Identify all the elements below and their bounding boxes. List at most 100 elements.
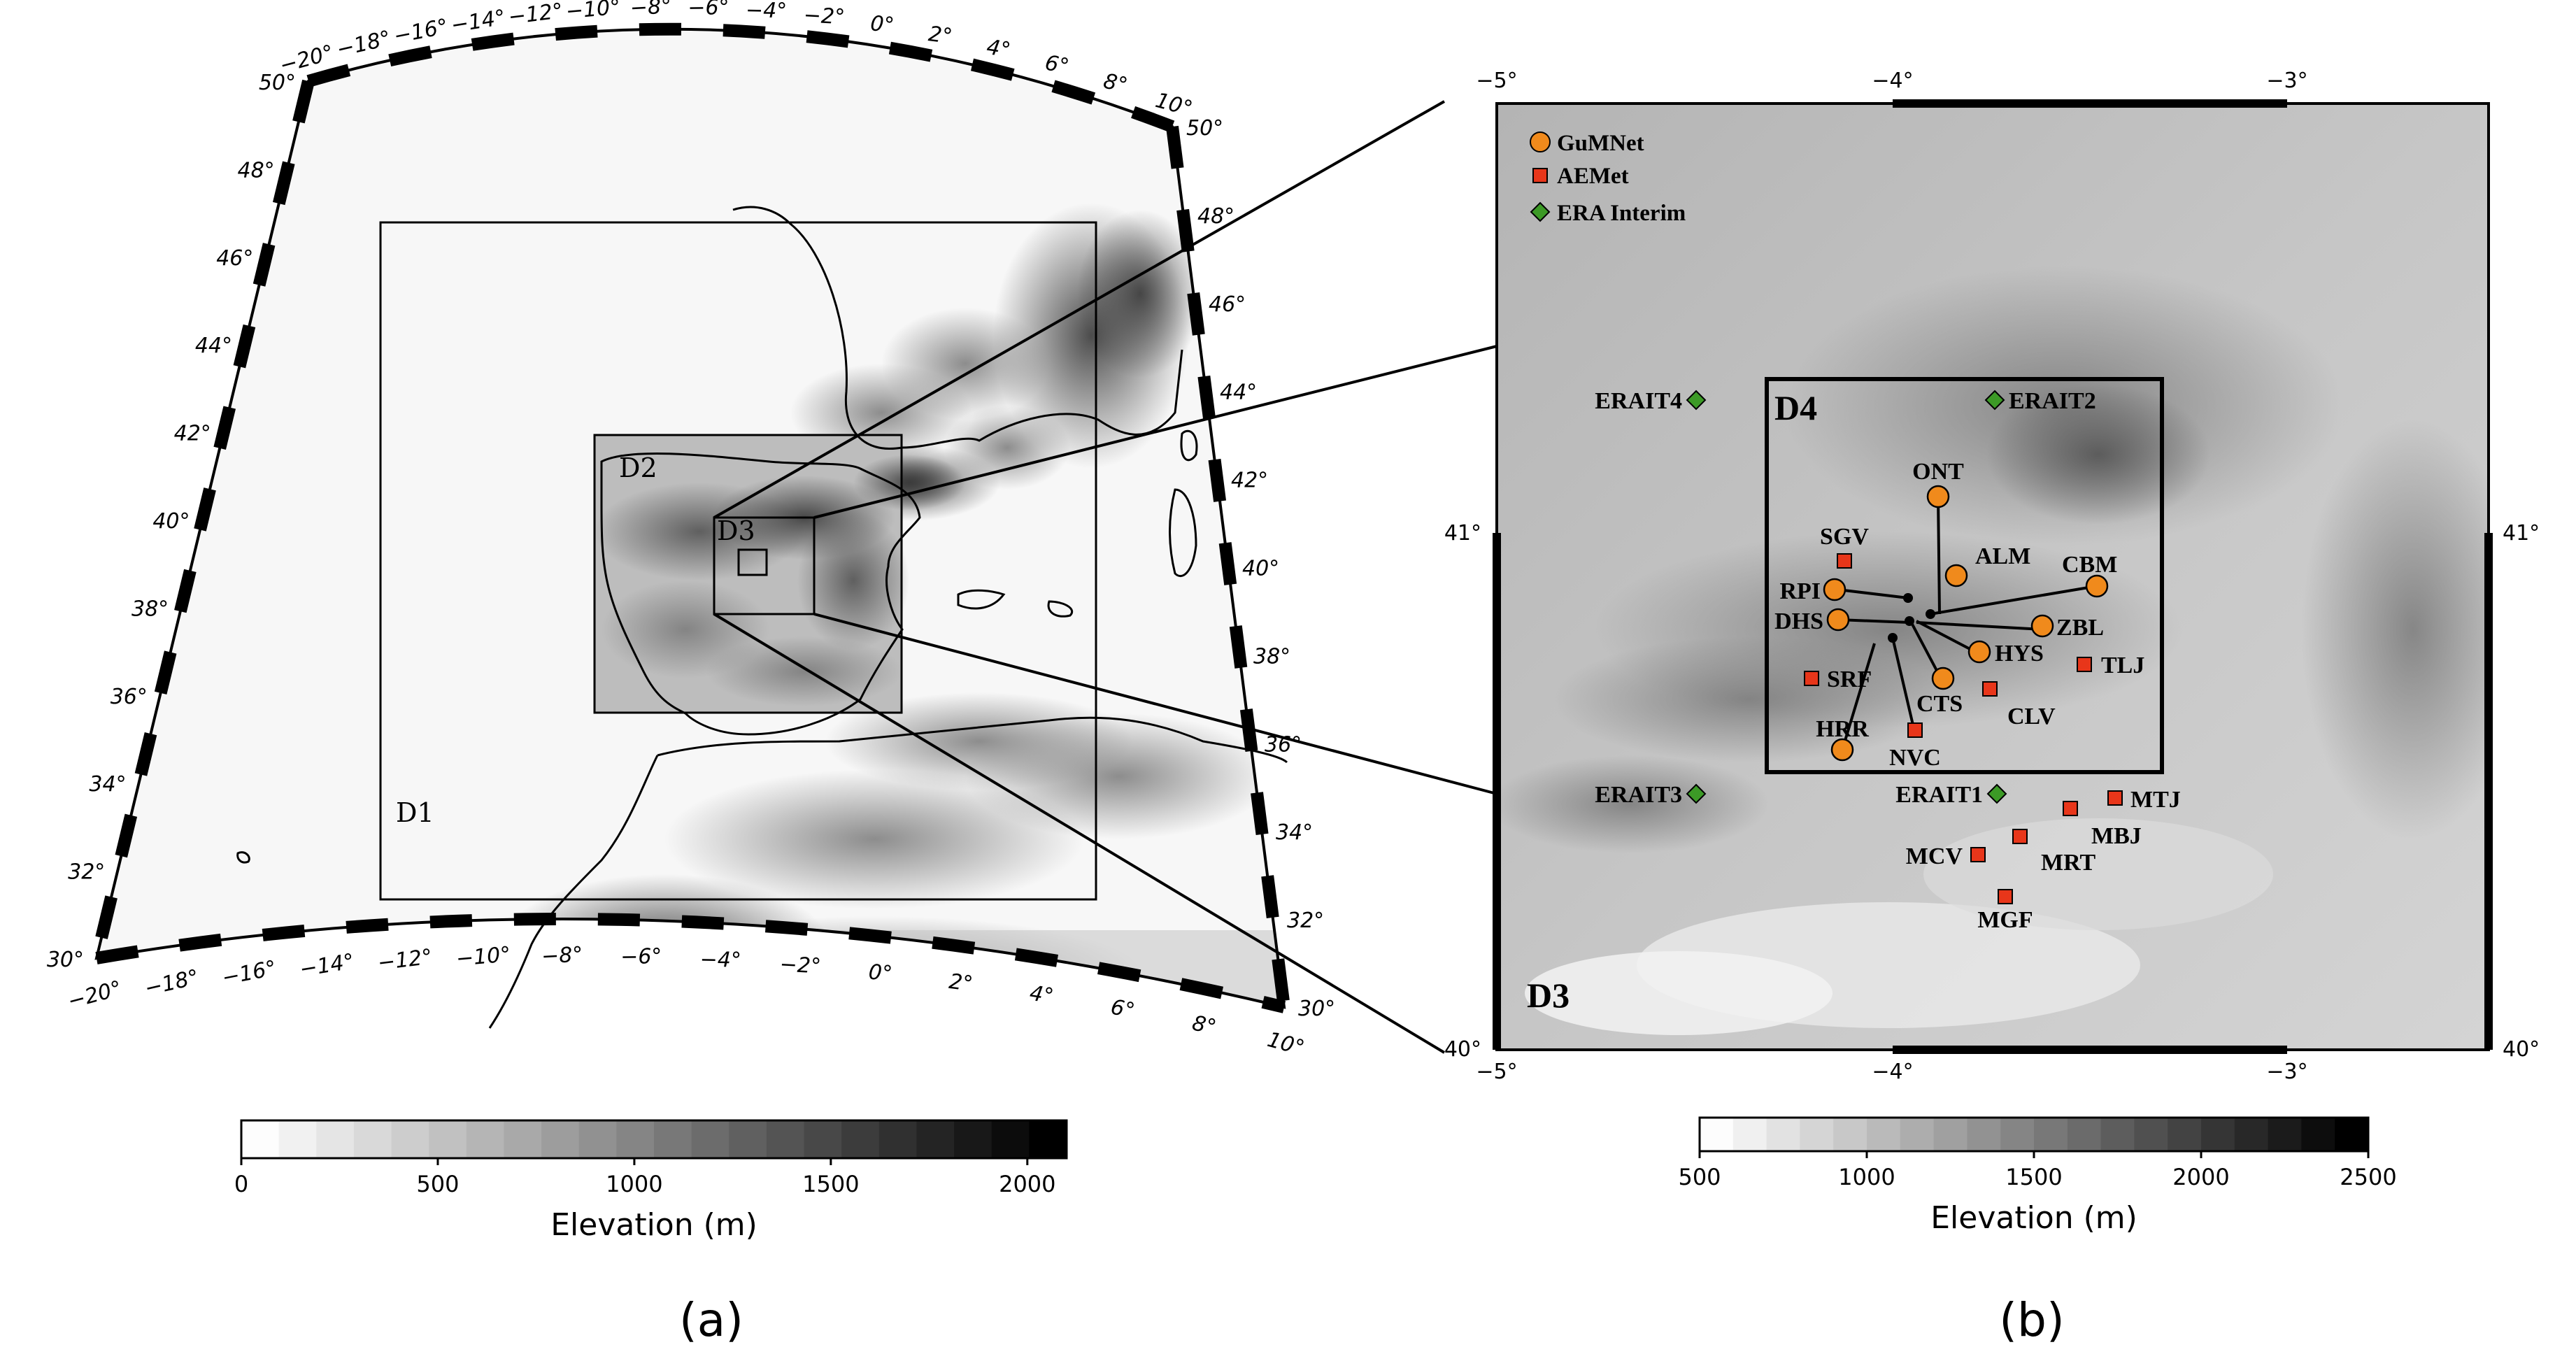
label-mrt: MRT — [2041, 850, 2095, 876]
colorbar-bin — [804, 1120, 842, 1158]
colorbar-bin — [1900, 1118, 1935, 1151]
lon-top-tick: −4° — [746, 0, 788, 23]
colorbar-bin — [316, 1120, 355, 1158]
lon-bottom-tick: −20° — [65, 976, 124, 1014]
lat-right-tick: 34° — [1276, 820, 1313, 845]
colorbar-bin — [2234, 1118, 2269, 1151]
lon-top-tick: 6° — [1043, 50, 1071, 79]
lon-bottom-tick: −4° — [699, 948, 741, 973]
colorbar-tick-label: 1500 — [802, 1171, 859, 1197]
station-zbl-marker — [2030, 614, 2054, 638]
colorbar-bin — [353, 1120, 392, 1158]
colorbar-frame — [240, 1119, 1068, 1160]
station-dhs-marker — [1826, 608, 1850, 632]
colorbar-bin — [729, 1120, 767, 1158]
colorbar-tick-label: 2500 — [2340, 1164, 2396, 1190]
lat-right-tick: 50° — [1186, 116, 1223, 141]
legend-diamond-icon — [1530, 201, 1551, 222]
station-alm-marker — [1944, 564, 1968, 587]
lon-top-tick: 8° — [1101, 69, 1130, 99]
colorbar-bin — [541, 1120, 580, 1158]
colorbar-bin — [2067, 1118, 2102, 1151]
label-erait3: ERAIT3 — [1595, 782, 1682, 808]
legend-square-icon — [1532, 168, 1548, 183]
label-ont: ONT — [1912, 459, 1964, 485]
lon-bottom-tick: −16° — [220, 956, 279, 990]
colorbar-bin — [2134, 1118, 2168, 1151]
label-cts: CTS — [1916, 691, 1963, 717]
colorbar-tick-label: 1000 — [1838, 1164, 1895, 1190]
station-srf-marker — [1804, 671, 1819, 686]
label-mgf: MGF — [1977, 907, 2033, 933]
lon-top-tick: −8° — [629, 0, 672, 20]
lat-left-tick: 46° — [216, 246, 253, 271]
domain-d2-label: D2 — [619, 453, 657, 483]
station-hys-marker — [1967, 640, 1991, 664]
label-sgv: SGV — [1820, 524, 1869, 550]
lat-left-tick: 38° — [131, 597, 169, 621]
label-mtj: MTJ — [2130, 787, 2181, 813]
colorbar-bin — [1867, 1118, 1901, 1151]
lat-left-tick: 34° — [89, 772, 126, 797]
colorbar-bin — [1700, 1118, 1734, 1151]
station-mgf-marker — [1998, 889, 2013, 904]
colorbar-tick-label: 1000 — [606, 1171, 662, 1197]
map-b-border-bars — [1493, 99, 2493, 1054]
lon-bottom-tick: −8° — [541, 942, 583, 969]
lon-bottom-tick: 10° — [1265, 1027, 1307, 1061]
lon-bottom-tick: 2° — [948, 969, 974, 997]
panel-b-label: (b) — [1999, 1293, 2064, 1347]
lon-top-tick-b: −5° — [1476, 69, 1517, 93]
domain-d2-box — [593, 434, 903, 714]
colorbar-tick-label: 2000 — [999, 1171, 1055, 1197]
map-a-right-border — [1166, 125, 1290, 1009]
lon-bottom-tick-b: −4° — [1872, 1060, 1913, 1084]
lon-bottom-tick: −12° — [376, 945, 434, 976]
lat-left-tick: 42° — [174, 422, 211, 446]
lat-left-tick-b: 40° — [1444, 1037, 1481, 1062]
colorbar-tick-label: 500 — [1678, 1164, 1721, 1190]
colorbar-bin — [2100, 1118, 2135, 1151]
lon-top-tick-b: −4° — [1872, 69, 1913, 93]
colorbar-bin — [1766, 1118, 1800, 1151]
colorbar-bin — [391, 1120, 429, 1158]
colorbar-title: Elevation (m) — [550, 1207, 757, 1243]
aemet-stations — [1804, 553, 2123, 904]
label-hrr: HRR — [1816, 716, 1869, 742]
station-mtj-marker — [2107, 790, 2123, 806]
colorbar-bin — [954, 1120, 992, 1158]
label-nvc: NVC — [1889, 745, 1941, 771]
station-mcv-marker — [1970, 847, 1986, 862]
lon-bottom-tick: −10° — [455, 942, 512, 971]
lon-bottom-tick-b: −5° — [1476, 1060, 1517, 1084]
lon-top-tick: 4° — [985, 35, 1012, 63]
lon-bottom-tick: −6° — [620, 944, 662, 969]
colorbar-bin — [2335, 1118, 2369, 1151]
legend-era-interim: ERA Interim — [1557, 201, 1686, 226]
station-tlj-marker — [2077, 657, 2092, 672]
station-cbm-marker — [2085, 574, 2109, 598]
colorbar-title: Elevation (m) — [1930, 1200, 2137, 1236]
colorbar-bin — [1800, 1118, 1834, 1151]
label-erait2: ERAIT2 — [2009, 388, 2096, 414]
domain-d4-label: D4 — [1774, 388, 1817, 427]
gumnet-stations — [1823, 485, 2109, 762]
lat-right-tick: 46° — [1209, 292, 1246, 317]
colorbar-bin — [2268, 1118, 2302, 1151]
lon-bottom-tick: 6° — [1109, 995, 1137, 1023]
lon-bottom-tick: 0° — [867, 960, 893, 987]
lat-left-tick: 32° — [68, 860, 105, 885]
lat-right-tick: 48° — [1197, 204, 1234, 229]
panel-b-map: −5°−4°−3°−5°−4°−3°41°40°41°40° D4 D3 GuM… — [1444, 69, 2540, 1084]
lat-left-tick-b: 41° — [1444, 521, 1481, 546]
station-sgv-marker — [1837, 553, 1852, 569]
label-hys: HYS — [1995, 641, 2044, 667]
map-b-tick-labels: −5°−4°−3°−5°−4°−3°41°40°41°40° — [1444, 69, 2540, 1084]
lon-top-tick: −16° — [392, 15, 450, 49]
colorbar-bin — [504, 1120, 542, 1158]
lat-right-tick: 44° — [1220, 380, 1257, 405]
lat-right-tick-b: 41° — [2503, 521, 2540, 546]
label-cbm: CBM — [2062, 552, 2117, 578]
lat-right-tick-b: 40° — [2503, 1037, 2540, 1062]
